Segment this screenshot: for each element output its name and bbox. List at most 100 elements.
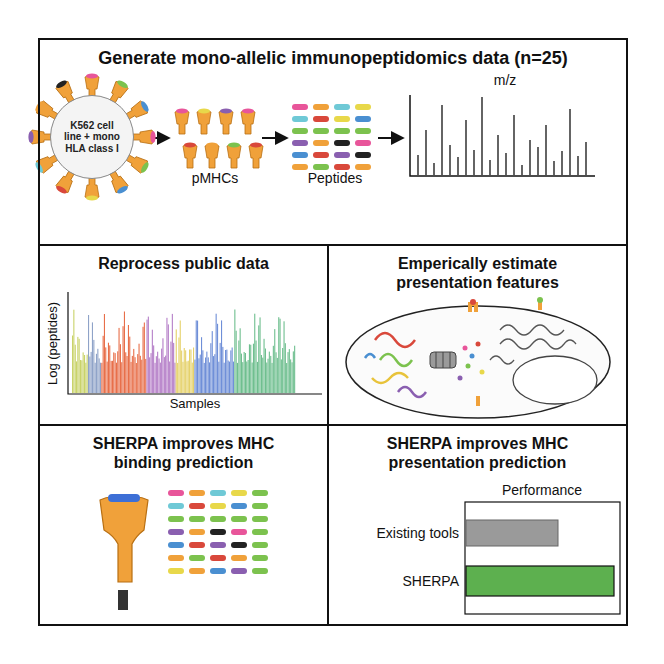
shape [273,346,274,393]
chart-axis [68,292,322,394]
shape [292,104,308,110]
shape [225,350,226,393]
shape [194,360,195,393]
performance-chart [465,502,620,614]
shape [355,104,371,110]
shape [128,325,129,393]
shape [28,131,33,143]
shape [73,310,74,393]
shape [111,361,112,393]
shape [457,157,458,175]
shape [253,344,254,393]
shape [172,314,173,393]
shape [449,145,450,175]
shape [276,352,277,393]
shape [355,116,371,122]
shape [334,104,350,110]
shape [292,152,308,158]
shape [107,362,108,393]
shape [234,310,235,394]
shape [227,144,241,168]
shape [104,314,105,393]
shape [157,352,158,393]
shape [280,319,281,393]
shape [210,542,226,548]
shape [292,164,308,170]
shape [155,363,156,393]
shape [208,357,209,393]
shape [205,358,206,394]
shape [210,555,226,561]
shape [241,354,242,393]
shape [237,363,238,393]
shape [188,361,189,393]
shape [139,344,140,393]
shape [313,164,329,170]
shape [288,352,289,393]
shape [200,355,201,393]
shape [242,108,254,113]
shape [125,352,126,393]
shape [182,362,183,393]
shape [196,320,197,393]
shape [252,516,268,522]
pmhc-icon [197,108,211,134]
shape [240,328,241,393]
shape [198,358,199,393]
shape [140,356,141,393]
shape [100,363,101,393]
shape [198,108,210,113]
shape [417,155,418,175]
pmhc-icon [175,108,189,134]
shape [156,356,157,393]
shape [83,352,84,393]
shape [252,542,268,548]
shape [292,116,308,122]
shape [201,337,202,393]
panel-heading: SHERPA improves MHC presentation predict… [368,426,588,472]
shape [224,363,225,393]
shape [210,529,226,535]
shape [170,342,171,393]
sample-bars [72,310,295,394]
shape [96,354,97,393]
spectrum-axis [410,95,595,176]
shape [553,161,554,175]
shape [192,363,193,393]
shape [55,79,68,90]
shape [177,363,178,393]
shape [88,315,89,393]
shape [184,142,196,147]
text-label: Existing tools [377,525,459,541]
shape [86,195,98,200]
shape [266,363,267,394]
shape [252,529,268,535]
shape [269,352,270,393]
shape [213,356,214,393]
shape [183,144,197,168]
shape [86,73,98,78]
shape [166,318,167,393]
shape [153,345,154,393]
shape [226,350,227,393]
shape [258,325,259,393]
shape [145,359,146,393]
shape [313,140,329,146]
shape [133,349,134,393]
shape [91,352,92,393]
shape [150,131,155,143]
shape [334,128,350,134]
shape [123,326,124,393]
shape [206,142,218,147]
shape [189,350,190,394]
shape [231,503,247,509]
cell-label: K562 cell line + mono HLA class I [61,120,123,155]
shape [513,115,514,175]
shape [209,362,210,393]
flow-arrow [378,137,402,139]
shape [205,144,219,168]
shape [168,503,184,509]
shape [286,363,287,393]
shape [262,358,263,393]
text-label: pMHCs [192,170,239,186]
